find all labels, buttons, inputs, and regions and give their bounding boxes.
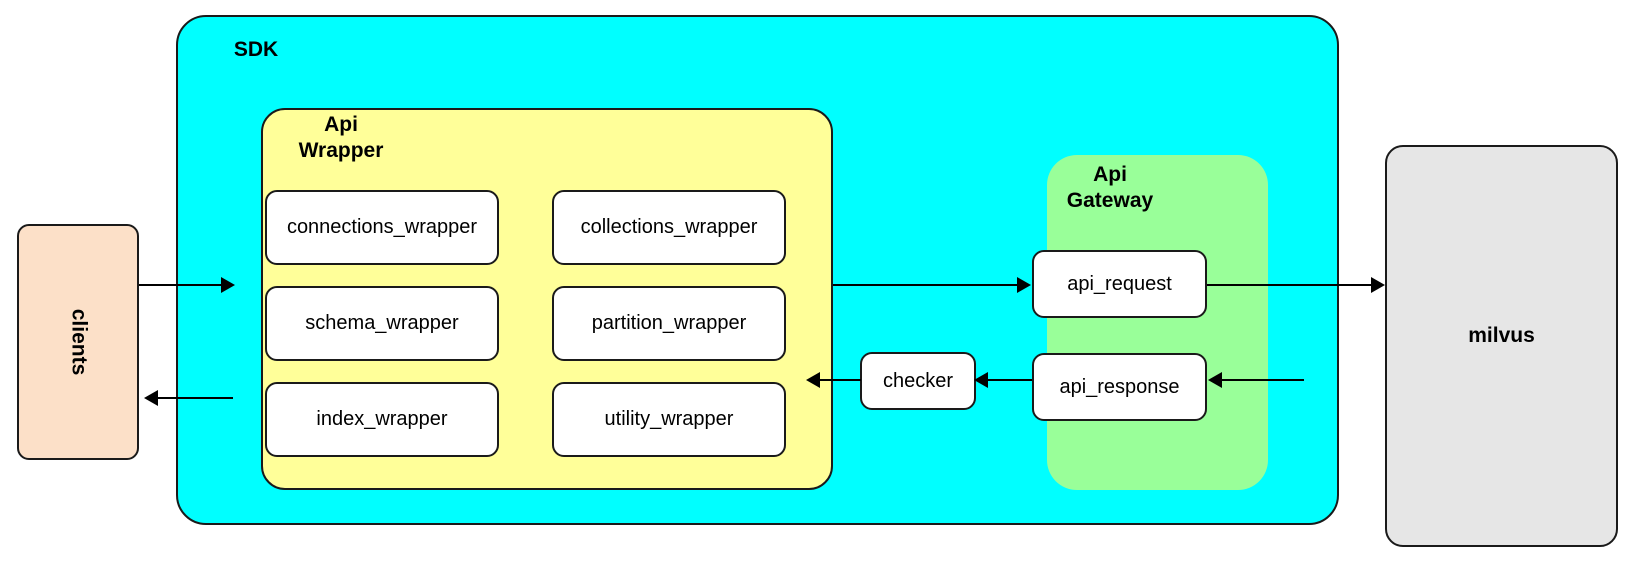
connector-api-request-to-milvus [1207, 284, 1372, 286]
connector-api-response-to-checker [988, 379, 1032, 381]
connector-api-wrapper-to-api-gateway [833, 284, 1019, 286]
connector-clients-to-api-wrapper [139, 284, 223, 286]
node-connections-wrapper[interactable]: connections_wrapper [265, 190, 499, 265]
sdk-container-title: SDK [233, 38, 279, 61]
clients-label: clients [17, 224, 139, 460]
node-collections-wrapper[interactable]: collections_wrapper [552, 190, 786, 265]
node-checker[interactable]: checker [860, 352, 976, 410]
api-gateway-container-title: Api Gateway [1066, 163, 1154, 212]
arrowhead-right-icon [1371, 277, 1385, 293]
clients-box[interactable] [17, 224, 139, 460]
node-api-response[interactable]: api_response [1032, 353, 1207, 421]
node-schema-wrapper[interactable]: schema_wrapper [265, 286, 499, 361]
arrowhead-left-icon [974, 372, 988, 388]
arrowhead-right-icon [221, 277, 235, 293]
connector-milvus-to-api-response [1222, 379, 1304, 381]
node-index-wrapper[interactable]: index_wrapper [265, 382, 499, 457]
node-api-request[interactable]: api_request [1032, 250, 1207, 318]
arrowhead-left-icon [806, 372, 820, 388]
api-wrapper-container-title: Api Wrapper [298, 113, 384, 162]
arrowhead-left-icon [1208, 372, 1222, 388]
node-partition-wrapper[interactable]: partition_wrapper [552, 286, 786, 361]
arrowhead-left-icon [144, 390, 158, 406]
node-utility-wrapper[interactable]: utility_wrapper [552, 382, 786, 457]
clients-label-text: clients [67, 308, 90, 376]
connector-api-wrapper-to-clients [158, 397, 233, 399]
milvus-label: milvus [1468, 324, 1535, 347]
arrowhead-right-icon [1017, 277, 1031, 293]
api-gateway-container [1047, 155, 1268, 490]
connector-checker-to-api-wrapper [820, 379, 861, 381]
milvus-box[interactable] [1385, 145, 1618, 547]
